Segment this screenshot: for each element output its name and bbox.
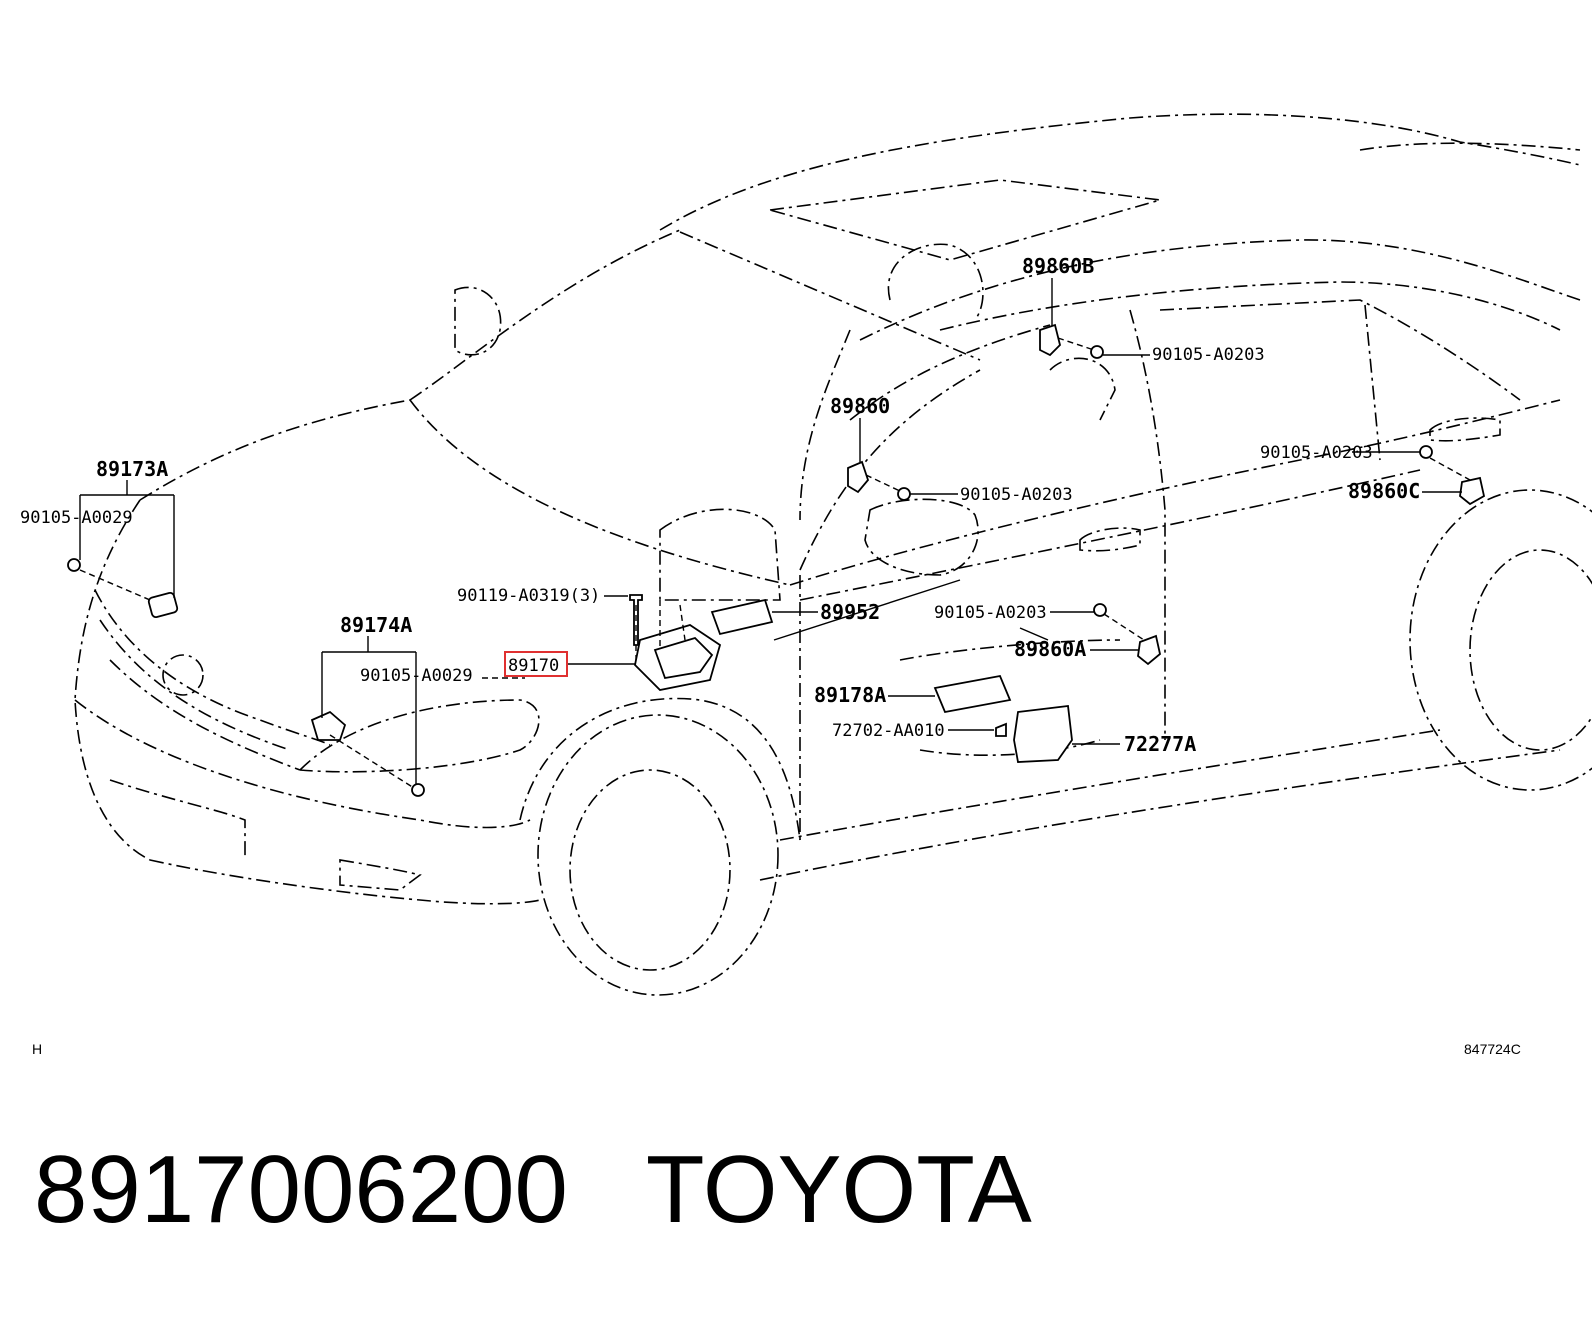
label-90105-A0029-mid[interactable]: 90105-A0029 — [360, 666, 473, 686]
brand-name: TOYOTA — [645, 1136, 1032, 1243]
label-90119-A0319[interactable]: 90119-A0319(3) — [457, 586, 600, 606]
part-89860A-sensor[interactable] — [1137, 634, 1161, 666]
label-90105-A0203-d[interactable]: 90105-A0203 — [934, 603, 1047, 623]
part-89178A-sensor[interactable] — [933, 674, 1012, 714]
part-72277A-bracket[interactable] — [1013, 704, 1073, 763]
label-89170[interactable]: 89170 — [508, 656, 559, 676]
part-89860-sensor-front[interactable] — [847, 460, 870, 494]
label-89173A[interactable]: 89173A — [96, 457, 168, 481]
label-72702-AA010[interactable]: 72702-AA010 — [832, 721, 945, 741]
part-89170-airbag-ecu[interactable] — [634, 624, 722, 691]
leader-lines — [79, 278, 1471, 789]
label-89952[interactable]: 89952 — [820, 600, 880, 624]
highlight-box-89170 — [504, 651, 568, 677]
label-89860B[interactable]: 89860B — [1022, 254, 1094, 278]
label-72277A[interactable]: 72277A — [1124, 732, 1196, 756]
label-89860A[interactable]: 89860A — [1014, 637, 1086, 661]
label-90105-A0203-b[interactable]: 90105-A0203 — [1152, 345, 1265, 365]
corner-code-left: H — [32, 1041, 42, 1057]
footer-caption: 8917006200 TOYOTA — [34, 1135, 1110, 1245]
label-89860C[interactable]: 89860C — [1348, 479, 1420, 503]
label-89174A[interactable]: 89174A — [340, 613, 412, 637]
label-89860[interactable]: 89860 — [830, 394, 890, 418]
diagram-code: 847724C — [1464, 1041, 1521, 1057]
part-89174A-sensor[interactable] — [310, 710, 347, 741]
part-89952-connector[interactable] — [710, 598, 774, 636]
part-89173A-sensor[interactable] — [147, 591, 179, 619]
fasteners — [67, 345, 1433, 797]
label-90105-A0203-c[interactable]: 90105-A0203 — [1260, 443, 1373, 463]
part-number: 8917006200 — [34, 1136, 568, 1243]
label-90105-A0029-left[interactable]: 90105-A0029 — [20, 508, 133, 528]
part-89860B-sensor[interactable] — [1039, 323, 1061, 357]
car-outline — [74, 113, 1592, 996]
part-89860C-sensor[interactable] — [1459, 476, 1486, 506]
label-89178A[interactable]: 89178A — [814, 683, 886, 707]
callout-labels: 89173A 90105-A0029 89174A 90105-A0029 89… — [20, 254, 1420, 756]
parts-diagram: 89173A 90105-A0029 89174A 90105-A0029 89… — [20, 113, 1592, 1057]
label-90105-A0203-a[interactable]: 90105-A0203 — [960, 485, 1073, 505]
